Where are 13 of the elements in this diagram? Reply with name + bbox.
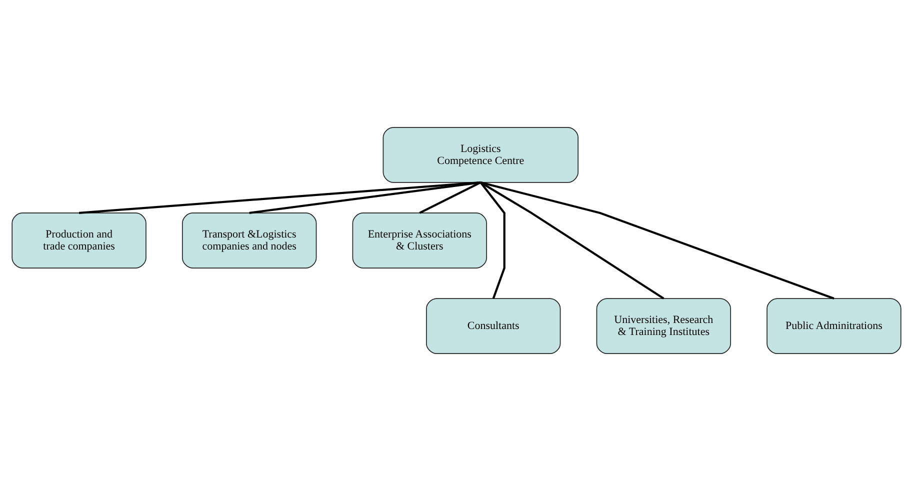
connector — [78, 181, 481, 214]
node-box: Logistics Competence Centre — [382, 126, 578, 183]
node-box: Production and trade companies — [12, 212, 146, 268]
connector — [480, 181, 834, 300]
node-box: Universities, Research & Training Institutes — [596, 298, 732, 354]
node-box: Transport &Logistics companies and nodes — [182, 212, 317, 268]
connector — [249, 181, 481, 214]
node-box: Consultants — [426, 298, 561, 354]
node-box: Public Adminitrations — [766, 298, 902, 354]
node-box: Enterprise Associations & Clusters — [352, 212, 487, 268]
connector — [480, 182, 506, 299]
connector — [419, 182, 482, 214]
connector — [480, 182, 664, 300]
